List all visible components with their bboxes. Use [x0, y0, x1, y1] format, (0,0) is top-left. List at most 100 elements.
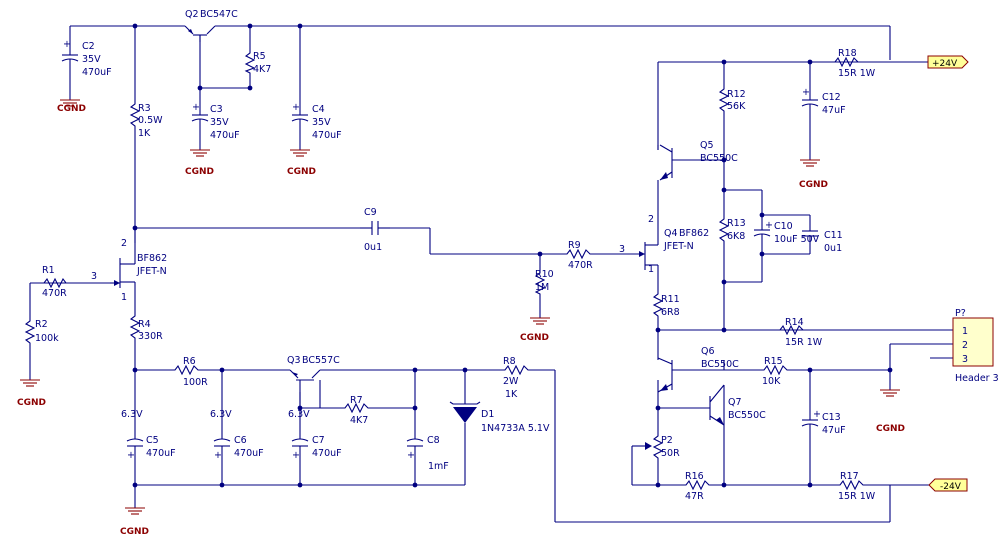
label-c7-value: 470uF [312, 448, 342, 459]
ground-label-c3: CGND [185, 167, 214, 177]
port-minus-24v [928, 478, 968, 492]
label-c3-value: 470uF [210, 130, 240, 141]
label-c3-voltage: 35V [210, 117, 229, 128]
label-r11-ref: R11 [661, 294, 680, 305]
label-c12-ref: C12 [822, 92, 841, 103]
label-r4-value: 330R [138, 331, 163, 342]
label-c3-ref: C3 [210, 104, 223, 115]
label-r1-value: 470R [42, 288, 67, 299]
label-q2-ref: Q2 [185, 9, 199, 20]
label-r2-ref: R2 [35, 319, 48, 330]
ground-label-r2: CGND [17, 398, 46, 408]
ground-symbol-c4 [290, 149, 310, 157]
svg-text:+: + [292, 450, 300, 461]
port-minus-24v-label: -24V [940, 482, 962, 492]
pin-q1-1: 1 [121, 292, 127, 303]
label-d1-ref: D1 [481, 409, 494, 420]
label-c5-ref: C5 [146, 435, 159, 446]
ground-label-c12: CGND [799, 180, 828, 190]
label-r8-power: 2W [503, 376, 519, 387]
label-r16-ref: R16 [685, 471, 704, 482]
label-r11-value: 6R8 [661, 307, 680, 318]
junctions [132, 23, 893, 488]
component-labels: Q2 BC547C C2 35V 470uF R5 4K7 R3 0.5W 1K… [35, 9, 876, 502]
label-r18-ref: R18 [838, 48, 857, 59]
label-r8-value: 1K [505, 389, 518, 400]
potentiometer-p2 [652, 432, 664, 460]
label-q3-value: BC557C [302, 355, 340, 366]
label-r3-ref: R3 [138, 103, 151, 114]
label-q4-ref: Q4 [664, 228, 678, 239]
label-q1-value: BF862 [137, 253, 167, 264]
label-c10-value: 10uF 50V [774, 234, 820, 245]
label-c13-ref: C13 [822, 412, 841, 423]
label-r18-value: 15R 1W [838, 68, 876, 79]
label-r3-power: 0.5W [138, 115, 163, 126]
resistor-r18 [830, 56, 862, 68]
label-c11-value: 0u1 [824, 243, 842, 254]
resistor-r17 [835, 479, 870, 491]
resistor-r2 [24, 318, 36, 345]
label-c5-voltage: 6.3V [121, 409, 143, 420]
label-c8-ref: C8 [427, 435, 440, 446]
label-c5-value: 470uF [146, 448, 176, 459]
label-c6-voltage: 6.3V [210, 409, 232, 420]
label-r7-ref: R7 [350, 395, 363, 406]
label-c4-value: 470uF [312, 130, 342, 141]
label-p2-ref: P2 [661, 435, 673, 446]
ground-symbol-c5 [125, 507, 145, 515]
label-q1-type: JFET-N [136, 266, 167, 277]
label-r10-ref: R10 [535, 269, 554, 280]
wires [29, 25, 960, 523]
label-c11-ref: C11 [824, 230, 843, 241]
svg-text:+: + [63, 39, 71, 50]
label-c2-value: 470uF [82, 67, 112, 78]
resistor-r11 [652, 290, 664, 320]
resistor-r1 [40, 277, 70, 289]
ground-symbol-c2 [60, 99, 80, 107]
ground-label-c4: CGND [287, 167, 316, 177]
label-r13-value: 6K8 [727, 231, 745, 242]
ground-label-c5: CGND [120, 527, 149, 537]
label-r6-ref: R6 [183, 356, 196, 367]
resistor-r3 [129, 100, 141, 130]
label-r1-ref: R1 [42, 265, 55, 276]
label-r6-value: 100R [183, 377, 208, 388]
label-c8-value: 1mF [428, 461, 449, 472]
ground-symbol-r10 [530, 317, 550, 325]
svg-text:+: + [765, 220, 773, 231]
label-q7-value: BC550C [728, 410, 766, 421]
label-q3-ref: Q3 [287, 355, 301, 366]
pin-q1-3: 3 [91, 271, 97, 282]
label-r2-value: 100k [35, 333, 59, 344]
label-q4-type: JFET-N [663, 241, 694, 252]
label-q5-ref: Q5 [700, 140, 714, 151]
label-q6-ref: Q6 [701, 346, 715, 357]
label-c12-value: 47uF [822, 105, 846, 116]
label-r4-ref: R4 [138, 319, 151, 330]
svg-text:+: + [813, 409, 821, 420]
label-c4-voltage: 35V [312, 117, 331, 128]
label-q6-value: BC550C [701, 359, 739, 370]
ground-symbol-r2 [20, 379, 40, 387]
label-c6-ref: C6 [234, 435, 247, 446]
header-pin-1: 1 [962, 326, 968, 337]
ground-label-header: CGND [876, 424, 905, 434]
svg-text:+: + [802, 87, 810, 98]
resistor-r6 [170, 364, 205, 376]
svg-text:+: + [127, 450, 135, 461]
svg-text:+: + [407, 450, 415, 461]
resistor-r4 [129, 312, 141, 342]
label-r7-value: 4K7 [350, 415, 368, 426]
svg-text:+: + [292, 102, 300, 113]
label-r5-ref: R5 [253, 51, 266, 62]
pin-q4-3: 3 [619, 244, 625, 255]
label-c4-ref: C4 [312, 104, 325, 115]
ground-symbol-c3 [190, 149, 210, 157]
label-q2-value: BC547C [200, 9, 238, 20]
header-name: Header 3 [955, 373, 999, 384]
resistor-r8 [500, 364, 535, 376]
svg-text:+: + [214, 450, 222, 461]
label-p2-value: 50R [661, 448, 680, 459]
pin-q1-2: 2 [121, 238, 127, 249]
